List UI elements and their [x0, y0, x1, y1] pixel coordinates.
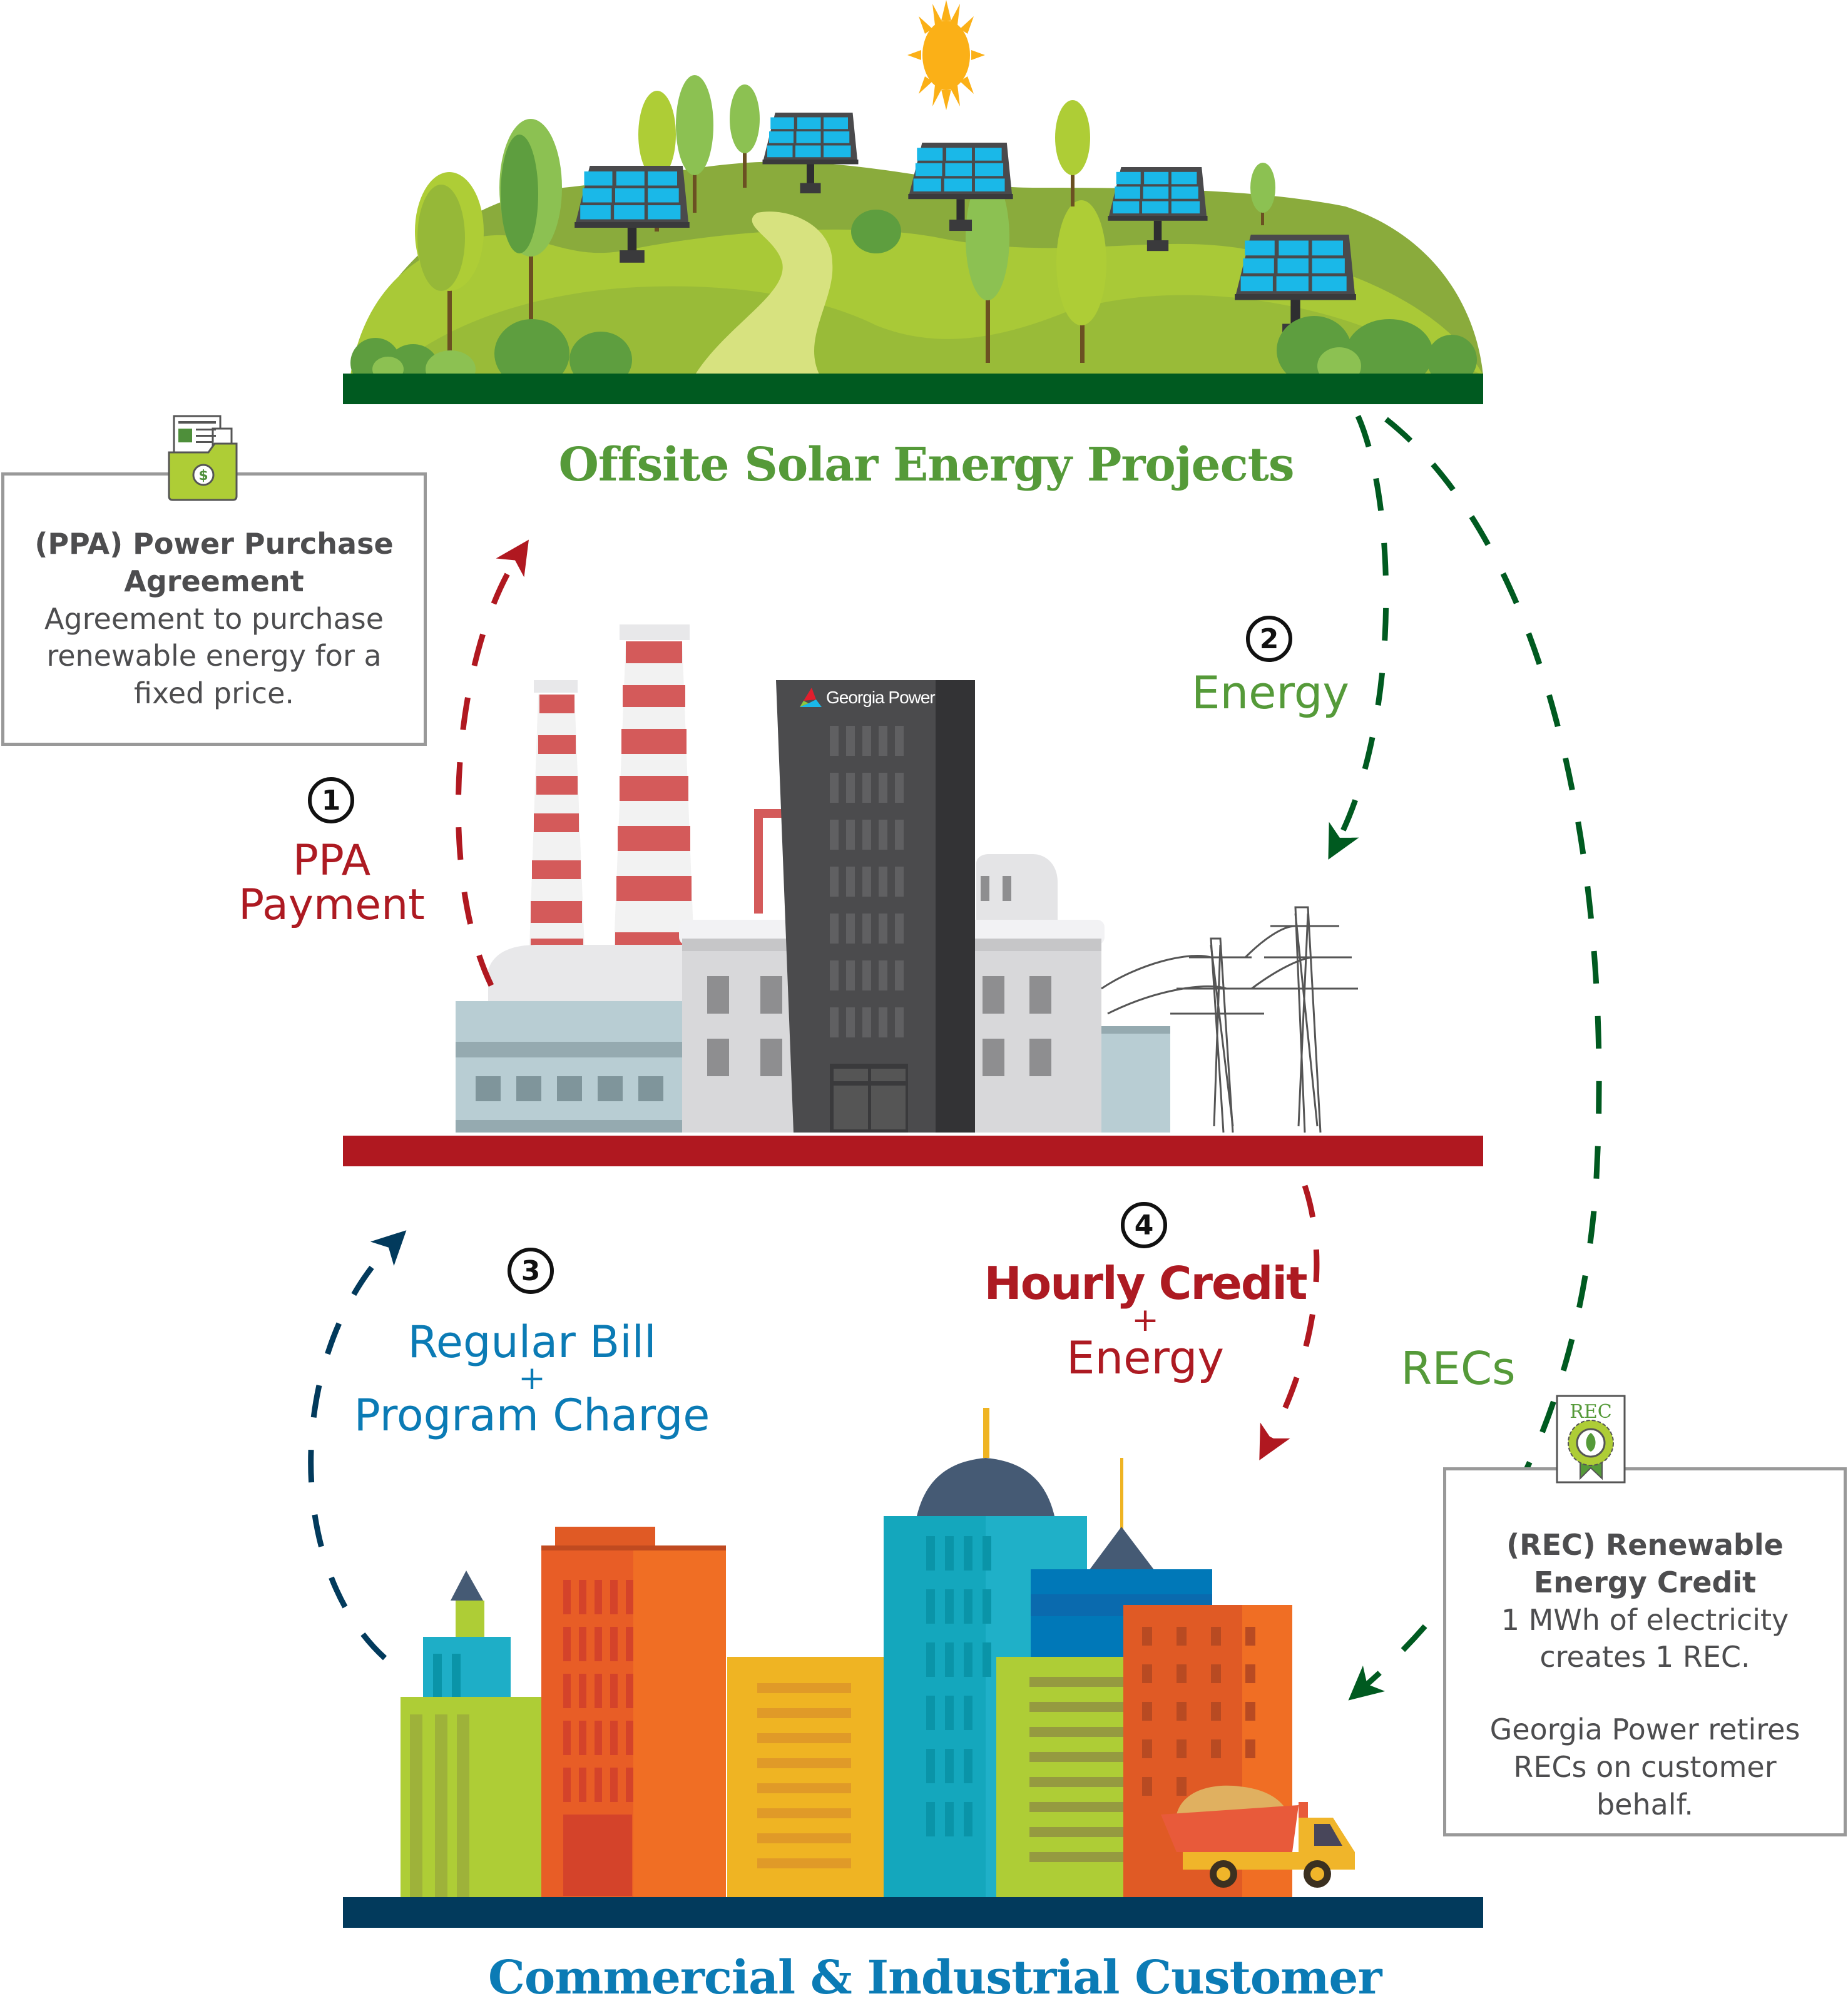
- tree-icon: [966, 175, 1009, 363]
- smokestack-icon: [529, 680, 585, 964]
- ppa-box-heading-line: Agreement: [124, 564, 304, 598]
- rec-box-body-line: Georgia Power retires: [1489, 1713, 1800, 1747]
- solar-section-title: Offsite Solar Energy Projects: [558, 438, 1294, 492]
- arrow-hourly-credit: [1259, 1184, 1320, 1460]
- step-2-label: Energy: [1191, 666, 1350, 719]
- solar-panel-icon: [574, 166, 690, 263]
- georgia-power-tower: [776, 680, 975, 1133]
- rec-box-body-line: behalf.: [1596, 1787, 1694, 1821]
- solar-panel-icon: [1108, 167, 1208, 252]
- georgia-power-logo-icon: [800, 688, 822, 707]
- step-4-plus: +: [1131, 1301, 1159, 1339]
- rec-box-heading: (REC) Renewable Energy Credit: [1446, 1527, 1844, 1602]
- rec-info-box: (REC) Renewable Energy Credit 1 MWh of e…: [1443, 1467, 1847, 1836]
- hill-path: [695, 211, 833, 375]
- rec-box-heading-line: (REC) Renewable: [1506, 1528, 1784, 1562]
- folder-dollar-icon: $: [168, 415, 238, 501]
- step-3-badge: 3: [508, 1248, 554, 1294]
- step-1-label-line: PPA: [292, 836, 371, 885]
- solar-ground-bar: [343, 374, 1483, 404]
- power-pylon-icon: [1101, 906, 1358, 1133]
- tree-icon: [1250, 163, 1275, 225]
- tree-icon: [415, 172, 484, 363]
- tree-icon: [730, 84, 760, 188]
- ppa-box-body-line: fixed price.: [133, 676, 294, 711]
- utility-scene: [343, 624, 1483, 1166]
- rec-box-body-line: 1 MWh of electricity: [1501, 1602, 1789, 1637]
- ppa-box-body-line: renewable energy for a: [46, 639, 382, 673]
- step-2-badge: 2: [1246, 616, 1292, 662]
- solar-panel-icon: [762, 113, 859, 193]
- ppa-box-body-line: Agreement to purchase: [44, 601, 384, 636]
- dump-truck-icon: [1161, 1785, 1355, 1888]
- solar-panel-icon: [908, 143, 1013, 232]
- rec-box-body-line: creates 1 REC.: [1539, 1640, 1750, 1674]
- leaf-icon: [1586, 1433, 1596, 1452]
- step-1-label: PPA Payment: [207, 838, 457, 928]
- tree-icon: [676, 75, 713, 213]
- arrow-ppa-payment: [455, 539, 529, 987]
- step-1-label-line: Payment: [238, 880, 425, 930]
- utility-ground-bar: [343, 1136, 1483, 1166]
- georgia-power-brand-text: Georgia Power: [826, 688, 936, 707]
- tree-icon: [1055, 100, 1090, 206]
- rec-box-heading-line: Energy Credit: [1533, 1565, 1757, 1599]
- step-3-plus: +: [518, 1360, 546, 1397]
- step-3-label-line: Regular Bill: [407, 1316, 656, 1368]
- sun-icon: [907, 0, 985, 110]
- ppa-info-box: (PPA) Power Purchase Agreement Agreement…: [1, 472, 427, 746]
- rec-box-body: 1 MWh of electricity creates 1 REC. Geor…: [1446, 1602, 1844, 1824]
- ppa-box-heading: (PPA) Power Purchase Agreement: [4, 526, 424, 601]
- step-3-label: Regular Bill + Program Charge: [325, 1320, 738, 1437]
- step-4-label-line: Hourly Credit: [984, 1257, 1308, 1310]
- step-1-badge: 1: [308, 777, 354, 823]
- arrow-energy: [1328, 415, 1389, 860]
- plant-building: [456, 1001, 701, 1133]
- ppa-box-heading-line: (PPA) Power Purchase: [34, 527, 394, 561]
- smokestack-icon: [613, 624, 695, 964]
- rec-certificate-icon: REC: [1556, 1395, 1626, 1484]
- recs-label: RECs: [1401, 1342, 1516, 1395]
- tree-icon: [499, 119, 562, 325]
- arrow-regular-bill: [308, 1230, 407, 1661]
- step-4-badge: 4: [1121, 1202, 1167, 1248]
- solar-scene: [343, 0, 1483, 404]
- dollar-sign-icon: $: [198, 468, 208, 484]
- tree-icon: [1056, 200, 1106, 363]
- step-4-label: Hourly Credit + Energy: [939, 1261, 1352, 1380]
- customer-section-title: Commercial & Industrial Customer: [488, 1951, 1382, 2005]
- rec-icon-text: REC: [1570, 1401, 1611, 1423]
- bush-icon: [350, 210, 1477, 388]
- step-4-label-line: Energy: [1066, 1331, 1225, 1384]
- customer-ground-bar: [343, 1897, 1483, 1928]
- arrow-recs: [1348, 417, 1602, 1701]
- customer-scene: [343, 1408, 1483, 1928]
- rec-box-body-line: RECs on customer: [1513, 1749, 1777, 1784]
- ppa-box-body: Agreement to purchase renewable energy f…: [4, 601, 424, 713]
- step-3-label-line: Program Charge: [354, 1389, 710, 1441]
